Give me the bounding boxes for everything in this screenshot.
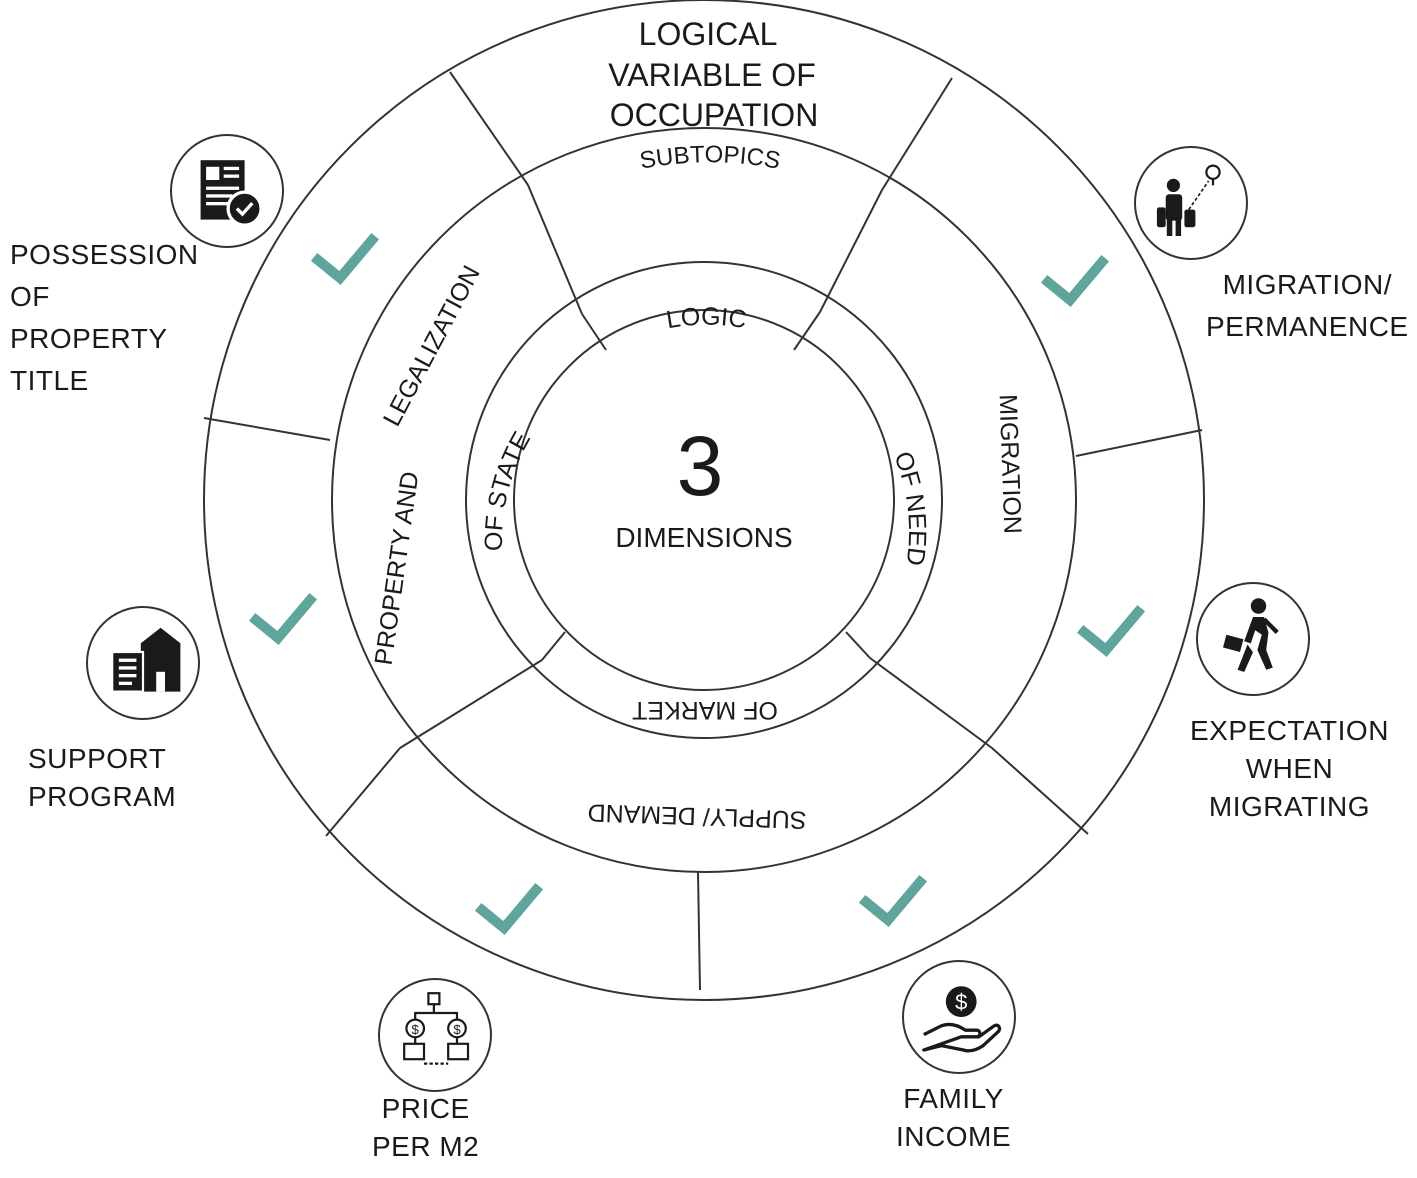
house-documents-icon — [86, 606, 200, 720]
label-price: PRICE PER M2 — [372, 1090, 479, 1166]
label-support-line: SUPPORT — [28, 743, 167, 774]
check-icon-income — [858, 874, 928, 927]
hand-coin-icon: $ — [902, 960, 1016, 1074]
walking-person-briefcase-icon — [1196, 582, 1310, 696]
label-income-line: INCOME — [896, 1120, 1011, 1152]
svg-text:$: $ — [453, 1022, 461, 1037]
label-support: SUPPORT PROGRAM — [28, 740, 176, 816]
price-flow-icon: $ $ — [378, 978, 492, 1092]
label-price-line: PRICE — [381, 1093, 470, 1124]
variable-title-line-1: LOGICAL — [639, 16, 778, 52]
outer-divider — [1075, 429, 1203, 457]
svg-text:$: $ — [955, 989, 967, 1014]
label-income-line: FAMILY — [903, 1083, 1004, 1114]
center-label: DIMENSIONS — [615, 522, 792, 553]
label-possession: POSSESSION OF PROPERTY TITLE — [10, 234, 199, 402]
logic-divider — [541, 631, 566, 661]
label-expectation: EXPECTATION WHEN MIGRATING — [1190, 712, 1389, 825]
outer-divider — [449, 71, 529, 186]
check-icon-price — [474, 882, 544, 935]
logic-divider — [581, 313, 607, 351]
logic-market-label: OF MARKET — [632, 696, 778, 724]
label-possession-line: PROPERTY — [10, 323, 168, 354]
outer-divider — [991, 747, 1089, 835]
label-income: FAMILY INCOME — [896, 1080, 1011, 1156]
subtopic-divider — [869, 657, 993, 749]
outer-divider — [697, 871, 701, 991]
subtopic-legalization: LEGALIZATION — [378, 261, 486, 431]
check-icon-expectation — [1076, 604, 1146, 657]
label-possession-line: TITLE — [10, 365, 89, 396]
label-price-line: PER M2 — [372, 1130, 480, 1162]
traveler-location-icon — [1134, 146, 1248, 260]
check-marks — [248, 232, 1146, 935]
variable-title-line-2: VARIABLE OF — [608, 57, 815, 93]
document-check-icon — [170, 134, 284, 248]
subtopic-divider — [527, 184, 583, 315]
outer-divider — [881, 77, 953, 191]
svg-text:$: $ — [412, 1022, 420, 1037]
center-number: 3 — [677, 419, 724, 513]
logic-divider — [793, 311, 821, 351]
check-icon-support — [248, 592, 318, 645]
logic-divider — [845, 631, 871, 659]
subtopics-title: SUBTOPICS — [638, 141, 783, 175]
subtopic-ring — [331, 127, 1077, 873]
subtopic-divider — [819, 189, 883, 313]
label-possession-line: OF — [10, 281, 50, 312]
check-icon-migration — [1040, 254, 1110, 307]
outer-divider — [325, 747, 401, 837]
label-migration: MIGRATION/ PERMANENCE — [1206, 264, 1409, 348]
label-possession-line: POSSESSION — [10, 239, 199, 270]
subtopic-supply-demand: SUPPLY/ DEMAND — [587, 798, 807, 834]
label-expectation-line: MIGRATING — [1208, 790, 1371, 822]
subtopic-property: PROPERTY AND — [370, 470, 425, 667]
check-icon-possession — [310, 232, 380, 285]
center-ring — [513, 309, 895, 691]
label-migration-line: MIGRATION/ — [1222, 269, 1392, 300]
logic-state: OF STATE — [480, 427, 536, 551]
subtopic-migration: MIGRATION — [994, 394, 1027, 535]
segment-dividers — [203, 71, 1203, 991]
outer-ring — [203, 0, 1205, 1001]
label-support-line: PROGRAM — [28, 780, 177, 812]
label-migration-line: PERMANENCE — [1206, 311, 1409, 342]
label-expectation-line: WHEN — [1245, 752, 1334, 784]
logic-title: LOGIC — [664, 303, 748, 335]
outer-divider — [203, 417, 331, 441]
subtopic-divider — [399, 659, 543, 749]
variable-title-line-3: OCCUPATION — [610, 97, 819, 133]
logic-ring — [465, 261, 943, 739]
label-expectation-line: EXPECTATION — [1190, 715, 1389, 746]
